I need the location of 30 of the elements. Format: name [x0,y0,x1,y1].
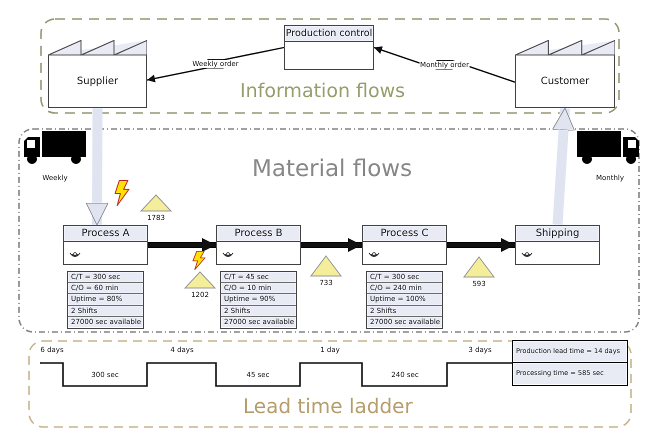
group-title: Lead time ladder [243,396,413,416]
box-title: Production control [285,26,373,42]
process-box [216,225,301,265]
info-arrow [146,46,284,82]
flow-arrow [86,108,108,226]
data-box [366,271,443,329]
process-box [63,225,148,265]
summary-box [512,340,628,386]
info-arrow [374,46,516,83]
flow-arrow [552,108,575,226]
box-title: Process A [64,226,147,242]
factory-node [48,40,147,108]
process-box [515,225,600,265]
group-frame [40,18,620,114]
flow-arrow [447,238,515,252]
box-title: Process B [217,226,300,242]
process-box [362,225,447,265]
flow-arrow [301,238,362,252]
flow-arrow [148,238,216,252]
group-title: Material flows [252,158,412,181]
factory-node [515,40,615,108]
box-title: Shipping [516,226,599,242]
group-frame [28,340,632,428]
group-title: Information flows [240,82,406,101]
node-label: Customer [540,76,590,87]
node-label: Supplier [76,76,118,87]
box-title: Process C [363,226,446,242]
data-box [67,271,144,329]
data-box [220,271,297,329]
control-box [284,25,374,70]
